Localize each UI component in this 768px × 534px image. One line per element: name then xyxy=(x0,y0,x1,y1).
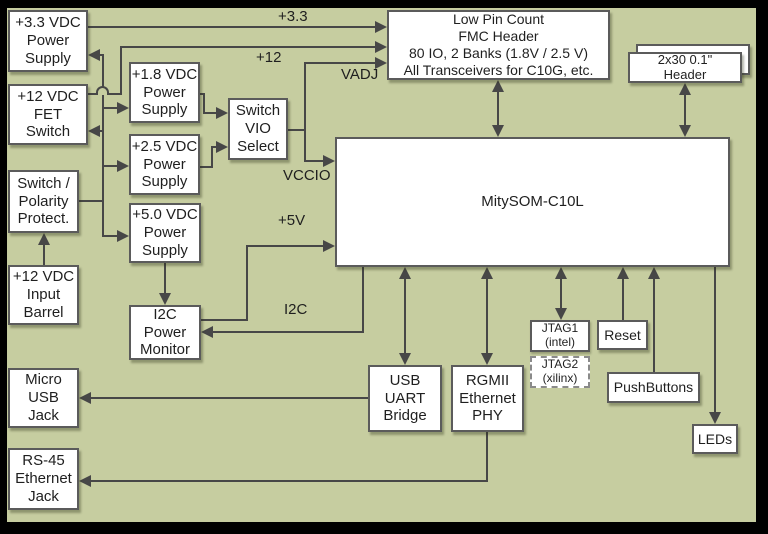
wire-hop xyxy=(96,86,109,95)
label-vadj: VADJ xyxy=(341,66,379,83)
wire-uart-som-arrowhead-bottom xyxy=(399,353,411,365)
wire-jtag1-som-arrowhead-top xyxy=(555,267,567,279)
wire-i2c-vertical xyxy=(362,267,364,333)
wire-to-fet xyxy=(100,130,104,132)
wire-i2c-arrowhead xyxy=(201,326,213,338)
box-fet-switch: +12 VDC FET Switch xyxy=(8,84,88,145)
wire-1v8-arrowhead xyxy=(216,107,228,119)
wire-rgmii-som xyxy=(486,277,488,355)
wire-som-leds xyxy=(714,267,716,414)
box-i2c-power-monitor: I2C Power Monitor xyxy=(129,305,201,360)
wire-vccio-arrowhead xyxy=(323,155,335,167)
wire-barrel-arrowhead xyxy=(38,233,50,245)
box-rgmii-phy: RGMII Ethernet PHY xyxy=(451,365,524,432)
wire-5v-to-monitor xyxy=(164,263,166,293)
wire-i2c-horizontal xyxy=(213,331,364,333)
wire-uart-som-arrowhead-top xyxy=(399,267,411,279)
wire-fmc-som-arrowhead-top xyxy=(492,80,504,92)
box-usb-uart-bridge: USB UART Bridge xyxy=(368,365,442,432)
wire-5v-v xyxy=(246,245,248,321)
box-leds: LEDs xyxy=(692,424,738,454)
wire-vio-output xyxy=(288,129,306,131)
wire-1v8-out-h2 xyxy=(203,112,217,114)
wire-hdr-som xyxy=(684,93,686,128)
box-input-barrel: +12 VDC Input Barrel xyxy=(8,265,79,325)
wire-som-leds-arrowhead xyxy=(709,412,721,424)
wire-uart-som xyxy=(404,277,406,355)
wire-2v5-out-v xyxy=(211,146,213,168)
box-reset: Reset xyxy=(597,320,648,350)
wire-uart-usbjack-arrowhead xyxy=(79,392,91,404)
wire-rgmii-som-arrowhead-bottom xyxy=(481,353,493,365)
wire-hdr-som-arrowhead-top xyxy=(679,83,691,95)
wire-rgmii-down xyxy=(486,432,488,482)
box-polarity-protect: Switch / Polarity Protect. xyxy=(8,170,79,233)
wire-barrel-up xyxy=(43,245,45,265)
box-vio-select: Switch VIO Select xyxy=(228,98,288,160)
wire-to-psu1v8-arrowhead xyxy=(117,102,129,114)
box-psu-3v3: +3.3 VDC Power Supply xyxy=(8,10,88,72)
box-psu-1v8: +1.8 VDC Power Supply xyxy=(129,62,200,123)
wire-to-psu1v8 xyxy=(102,107,118,109)
wire-2v5-out-h2 xyxy=(211,146,217,148)
box-rs45-jack: RS-45 Ethernet Jack xyxy=(8,448,79,510)
wire-reset-som-arrowhead xyxy=(617,267,629,279)
wire-rgmii-rs45 xyxy=(91,480,488,482)
box-jtag1: JTAG1 (intel) xyxy=(530,320,590,352)
wire-5v-arrowhead xyxy=(323,240,335,252)
wire-12-vertical xyxy=(120,46,122,95)
label-i2c: I2C xyxy=(284,301,308,318)
wire-to-psu2v5 xyxy=(102,165,118,167)
wire-rgmii-som-arrowhead-top xyxy=(481,267,493,279)
wire-jtag1-som-arrowhead-bottom xyxy=(555,308,567,320)
wire-vccio-horizontal xyxy=(304,160,324,162)
wire-to-psu5v0-arrowhead xyxy=(117,230,129,242)
wire-to-psu2v5-arrowhead xyxy=(117,160,129,172)
wire-5v-h1 xyxy=(201,319,248,321)
wire-polarity-output xyxy=(79,200,104,202)
wire-5v-h2 xyxy=(246,245,324,247)
box-psu-2v5: +2.5 VDC Power Supply xyxy=(129,134,200,195)
wire-to-fet-arrowhead xyxy=(88,125,100,137)
wire-vadj-horizontal xyxy=(304,62,376,64)
wire-fmc-som xyxy=(497,90,499,128)
box-pushbuttons: PushButtons xyxy=(607,372,700,403)
wire-pushbuttons-som-arrowhead xyxy=(648,267,660,279)
wire-2v5-out-h1 xyxy=(200,166,213,168)
box-2x30-header: 2x30 0.1" Header xyxy=(628,52,742,83)
wire-reset-som xyxy=(622,277,624,320)
wire-vadj-vertical xyxy=(304,62,306,161)
wire-3v3-horizontal xyxy=(88,26,376,28)
wire-hdr-som-arrowhead-bottom xyxy=(679,125,691,137)
wire-2v5-arrowhead xyxy=(216,141,228,153)
wire-1v8-out-h1 xyxy=(200,93,205,95)
label-3v3: +3.3 xyxy=(278,8,308,25)
box-jtag2: JTAG2 (xilinx) xyxy=(530,356,590,388)
wire-vadj-arrowhead xyxy=(375,57,387,69)
wire-1v8-out-v xyxy=(203,93,205,114)
wire-pushbuttons-som xyxy=(653,277,655,372)
label-vccio: VCCIO xyxy=(283,167,331,184)
label-12: +12 xyxy=(256,49,282,66)
wire-to-psu3v3-arrowhead xyxy=(88,49,100,61)
wire-rgmii-rs45-arrowhead xyxy=(79,475,91,487)
wire-to-psu5v0 xyxy=(102,235,118,237)
wire-fmc-som-arrowhead-bottom xyxy=(492,125,504,137)
label-5v: +5V xyxy=(278,212,306,229)
wire-5v-to-monitor-arrowhead xyxy=(159,293,171,305)
wire-12-horizontal xyxy=(120,46,376,48)
wire-power-bus xyxy=(102,54,104,236)
box-fmc-header: Low Pin Count FMC Header 80 IO, 2 Banks … xyxy=(387,10,610,80)
wire-to-psu3v3 xyxy=(100,54,104,56)
wire-3v3-arrowhead xyxy=(375,21,387,33)
box-micro-usb-jack: Micro USB Jack xyxy=(8,368,79,428)
wire-12-arrowhead xyxy=(375,41,387,53)
box-mitysom: MitySOM-C10L xyxy=(335,137,730,267)
box-psu-5v0: +5.0 VDC Power Supply xyxy=(129,203,201,263)
wire-jtag1-som xyxy=(560,277,562,310)
wire-uart-usbjack xyxy=(91,397,368,399)
